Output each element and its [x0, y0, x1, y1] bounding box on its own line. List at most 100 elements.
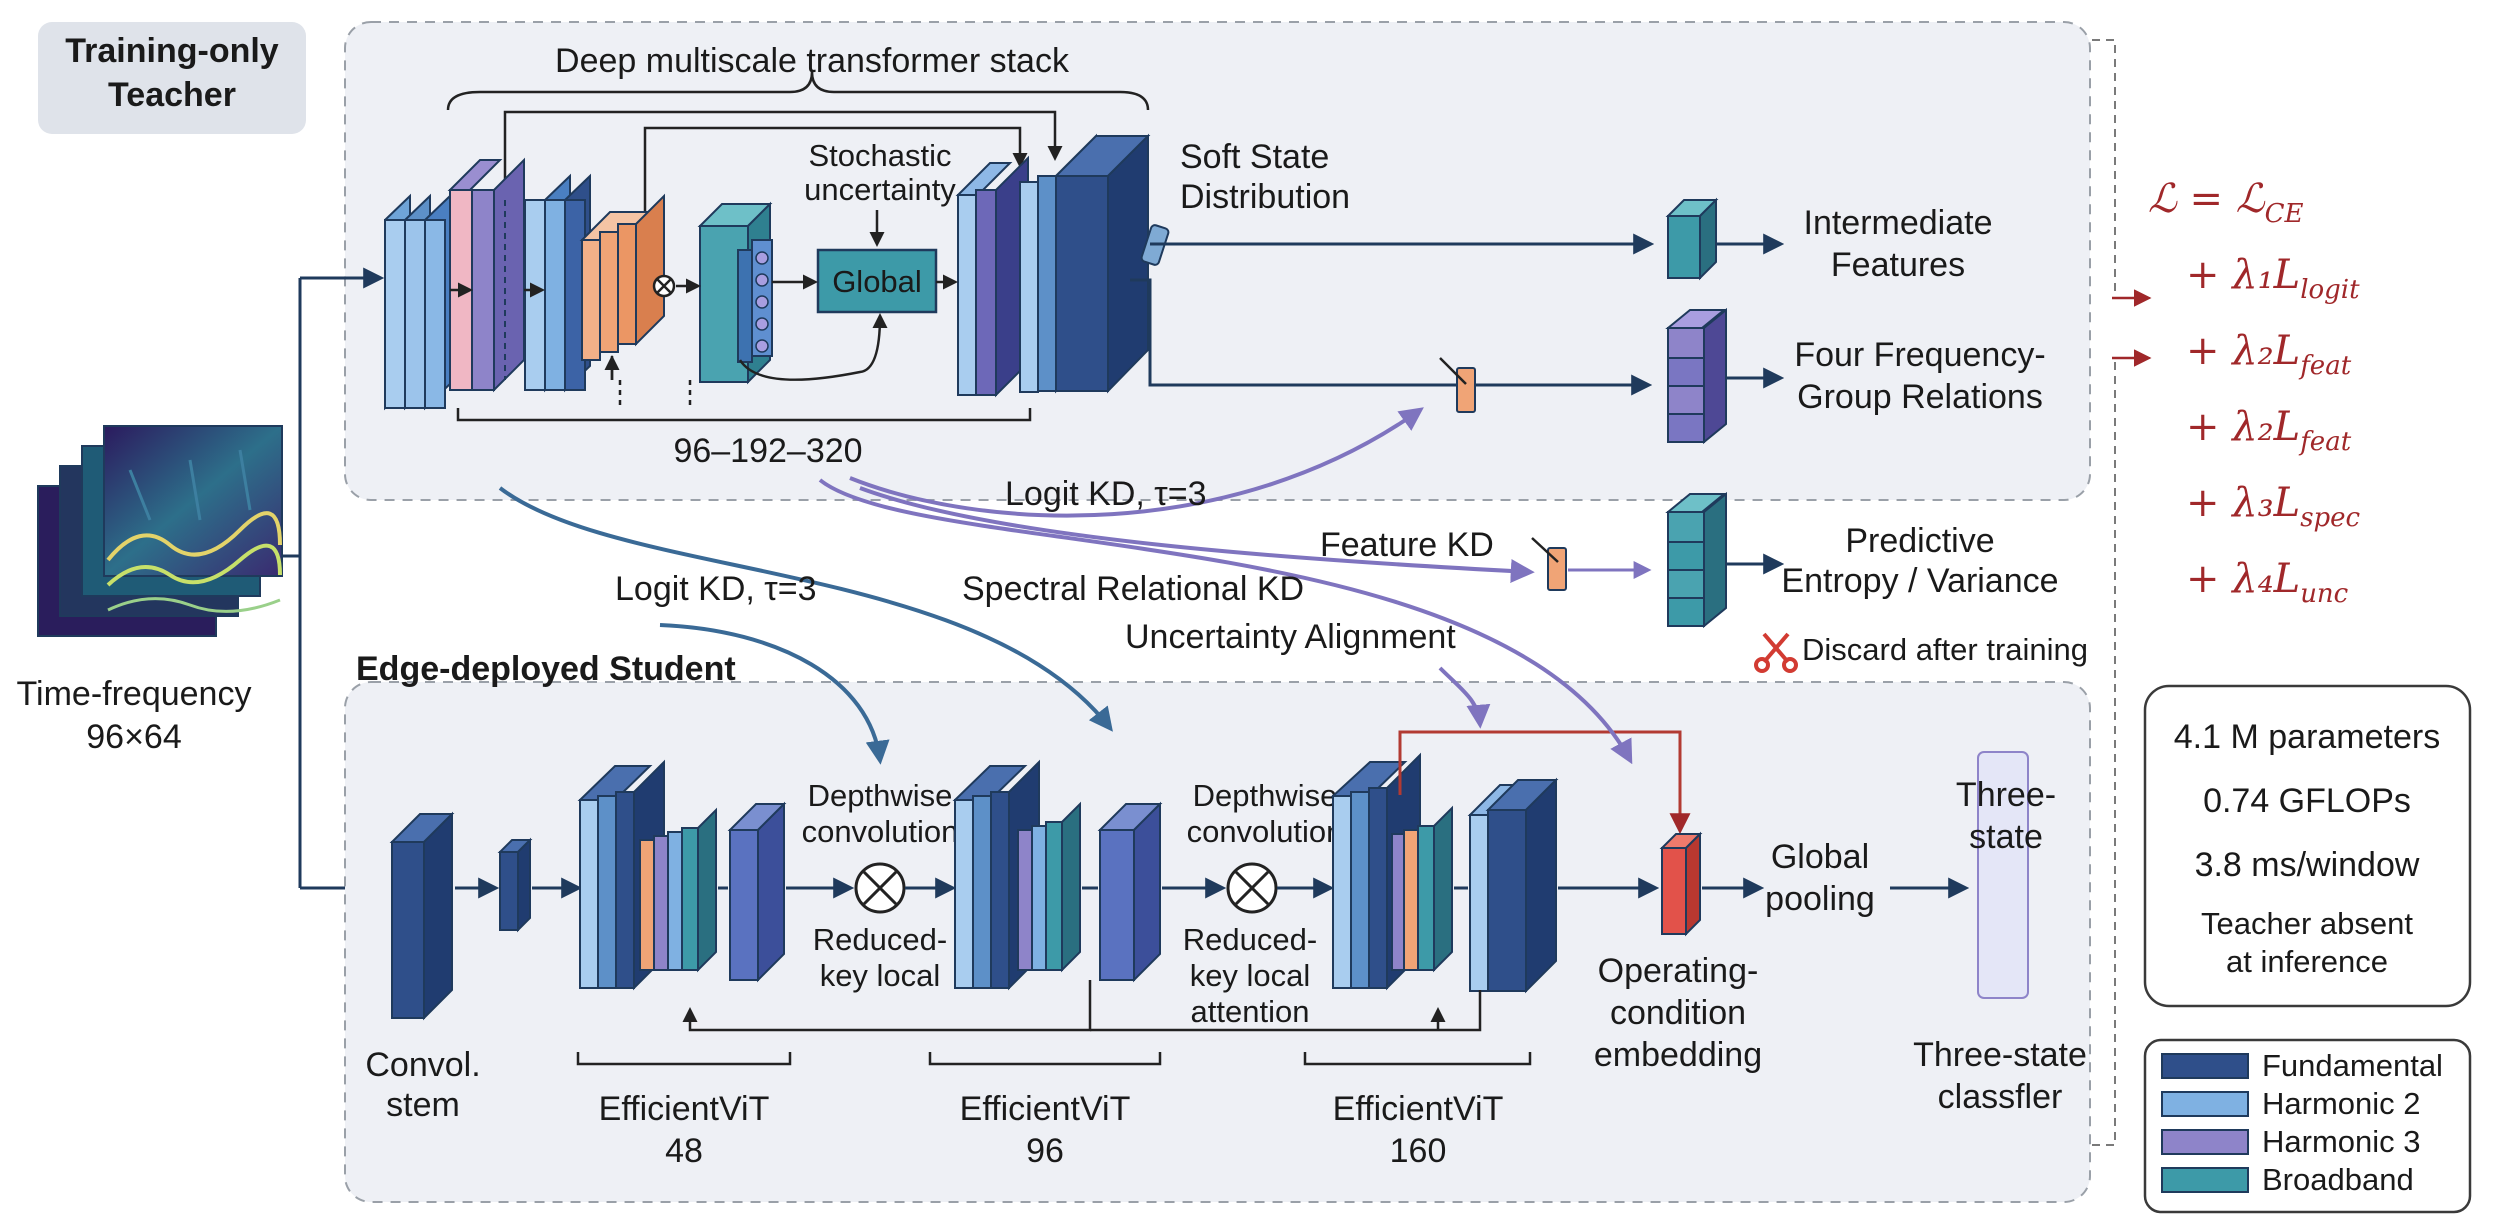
loss-sub-4: spec [2300, 503, 2360, 533]
stack-title: Deep multiscale transformer stack [555, 42, 1070, 80]
loss-equation: ℒ = ℒCE + λ₁Llogit + λ₂Lfeat + λ₂Lfeat +… [2148, 176, 2361, 609]
legend-label-harmonic3: Harmonic 3 [2262, 1124, 2421, 1159]
loss-term-3: + λ₂L [2186, 404, 2300, 450]
input-label-2: 96×64 [86, 718, 182, 756]
skip-connection-2 [643, 126, 1028, 225]
legend-swatch-broadband [2161, 1167, 2249, 1193]
stack-bottom-bracket [456, 408, 1032, 422]
stats-note-1: Teacher absent [2201, 906, 2413, 941]
dw1-label-2: convolution [802, 814, 959, 849]
frequency-label-2: Group Relations [1797, 378, 2043, 416]
skip-connection-1 [503, 110, 1063, 180]
spectral-kd-arrow [498, 486, 1113, 732]
teacher-block-2 [447, 157, 525, 393]
svg-text:+ λ₃Lspec: + λ₃Lspec [2186, 480, 2361, 533]
loss-term-4: + λ₃L [2186, 480, 2300, 526]
soft-state-label-1: Soft State [1180, 138, 1329, 176]
svg-text:+ λ₂Lfeat: + λ₂Lfeat [2186, 404, 2352, 457]
rk1-label-1: Reduced- [813, 922, 947, 957]
logit-kd-arrow-top [849, 407, 1424, 518]
freq-kd-token [1439, 357, 1476, 413]
input-label-1: Time-frequency [17, 675, 252, 713]
stochastic-label-2: uncertainty [804, 172, 956, 207]
legend: Fundamental Harmonic 2 Harmonic 3 Broadb… [2143, 1038, 2472, 1214]
evit48-label-2: 48 [665, 1132, 703, 1170]
svg-text:+ λ₁Llogit: + λ₁Llogit [2186, 252, 2360, 305]
evit48-label-1: EfficientViT [599, 1090, 770, 1128]
evit96-tail-block [1097, 801, 1163, 983]
conv-stem-label-1: Convol. [365, 1046, 480, 1084]
logit-kd-top-label: Logit KD, τ=3 [1005, 475, 1207, 513]
evit48-block [577, 759, 717, 991]
stats-latency: 3.8 ms/window [2195, 846, 2420, 884]
teacher-attention-block [697, 201, 773, 385]
predictive-label-2: Entropy / Variance [1781, 562, 2058, 600]
loss-sub-3: feat [2298, 427, 2352, 457]
classifier-label-1: Three-state [1913, 1036, 2087, 1074]
teacher-block-3 [524, 173, 591, 393]
frequency-label-1: Four Frequency- [1794, 336, 2045, 374]
conv-stem-label-2: stem [386, 1086, 460, 1124]
teacher-badge-line2: Teacher [108, 76, 236, 114]
loss-term-1: + λ₁L [2186, 252, 2300, 298]
multiply-icon [652, 274, 676, 298]
stats-params: 4.1 M parameters [2174, 718, 2440, 756]
stats-box: 4.1 M parameters 0.74 GFLOPs 3.8 ms/wind… [2143, 684, 2472, 1008]
uncertainty-kd-arrow [818, 478, 1633, 765]
legend-swatch-fundamental [2161, 1053, 2249, 1079]
oce-label-2: condition [1610, 994, 1746, 1032]
three-state-label-2: state [1969, 818, 2043, 856]
loss-term-5: + λ₄L [2186, 556, 2300, 602]
teacher-dims: 96–192–320 [673, 432, 862, 470]
depthwise-multiply-icon-2 [1226, 862, 1278, 914]
legend-label-harmonic2: Harmonic 2 [2262, 1086, 2421, 1121]
teacher-badge-line1: Training-only [65, 32, 279, 70]
feature-kd-arrow [859, 486, 1535, 583]
student-to-loss-connector [2092, 357, 2150, 1146]
pooling-label-2: pooling [1765, 880, 1875, 918]
uncertainty-label: Uncertainty Alignment [1125, 618, 1456, 656]
operating-condition-embedding-block [1659, 831, 1703, 937]
global-label: Global [832, 264, 922, 299]
pooling-label-1: Global [1771, 838, 1869, 876]
soft-state-label-2: Distribution [1180, 178, 1350, 216]
logit-kd-arrow-left [659, 623, 890, 765]
evit160-tail-block [1467, 777, 1559, 994]
evit160-bracket [1303, 1052, 1532, 1066]
evit160-label-1: EfficientViT [1333, 1090, 1504, 1128]
spectral-kd-label: Spectral Relational KD [962, 570, 1304, 608]
logit-kd-left-label: Logit KD, τ=3 [615, 570, 817, 608]
dw2-label-2: convolution [1187, 814, 1344, 849]
legend-swatch-harmonic3 [2161, 1129, 2249, 1155]
predictive-label-1: Predictive [1845, 522, 1994, 560]
teacher-internal-arrows [450, 274, 958, 410]
rk2-label-1: Reduced- [1183, 922, 1317, 957]
rk2-label-3: attention [1191, 994, 1310, 1029]
intermediate-features-cube [1665, 197, 1719, 281]
loss-sub-2: feat [2298, 351, 2352, 381]
evit96-label-2: 96 [1026, 1132, 1064, 1170]
svg-text:+ λ₂Lfeat: + λ₂Lfeat [2186, 328, 2352, 381]
three-state-label-1: Three- [1956, 776, 2056, 814]
stats-note-2: at inference [2226, 944, 2388, 979]
oce-label-1: Operating- [1598, 952, 1759, 990]
teacher-orange-stack [579, 193, 665, 361]
stochastic-label-1: Stochastic [808, 138, 951, 173]
evit160-label-2: 160 [1390, 1132, 1447, 1170]
predictive-entropy-cube [1665, 491, 1727, 629]
frequency-groups-cube [1665, 307, 1727, 445]
arrow-to-frequency [1130, 278, 1653, 396]
three-state-classifier [1977, 751, 2029, 999]
teacher-badge: Training-only Teacher [38, 22, 306, 134]
evit48-tail-block [727, 801, 787, 983]
loss-term-2: + λ₂L [2186, 328, 2300, 374]
svg-text:ℒ = ℒCE: ℒ = ℒCE [2148, 176, 2303, 229]
rk2-label-2: key local [1190, 958, 1311, 993]
teacher-block-final [955, 133, 1151, 398]
evit160-block [1330, 752, 1453, 991]
student-title: Edge-deployed Student [356, 650, 736, 688]
student-feedback-arrows [682, 980, 1482, 1032]
stats-flops: 0.74 GFLOPs [2203, 782, 2411, 820]
discard-label: Discard after training [1802, 632, 2088, 667]
